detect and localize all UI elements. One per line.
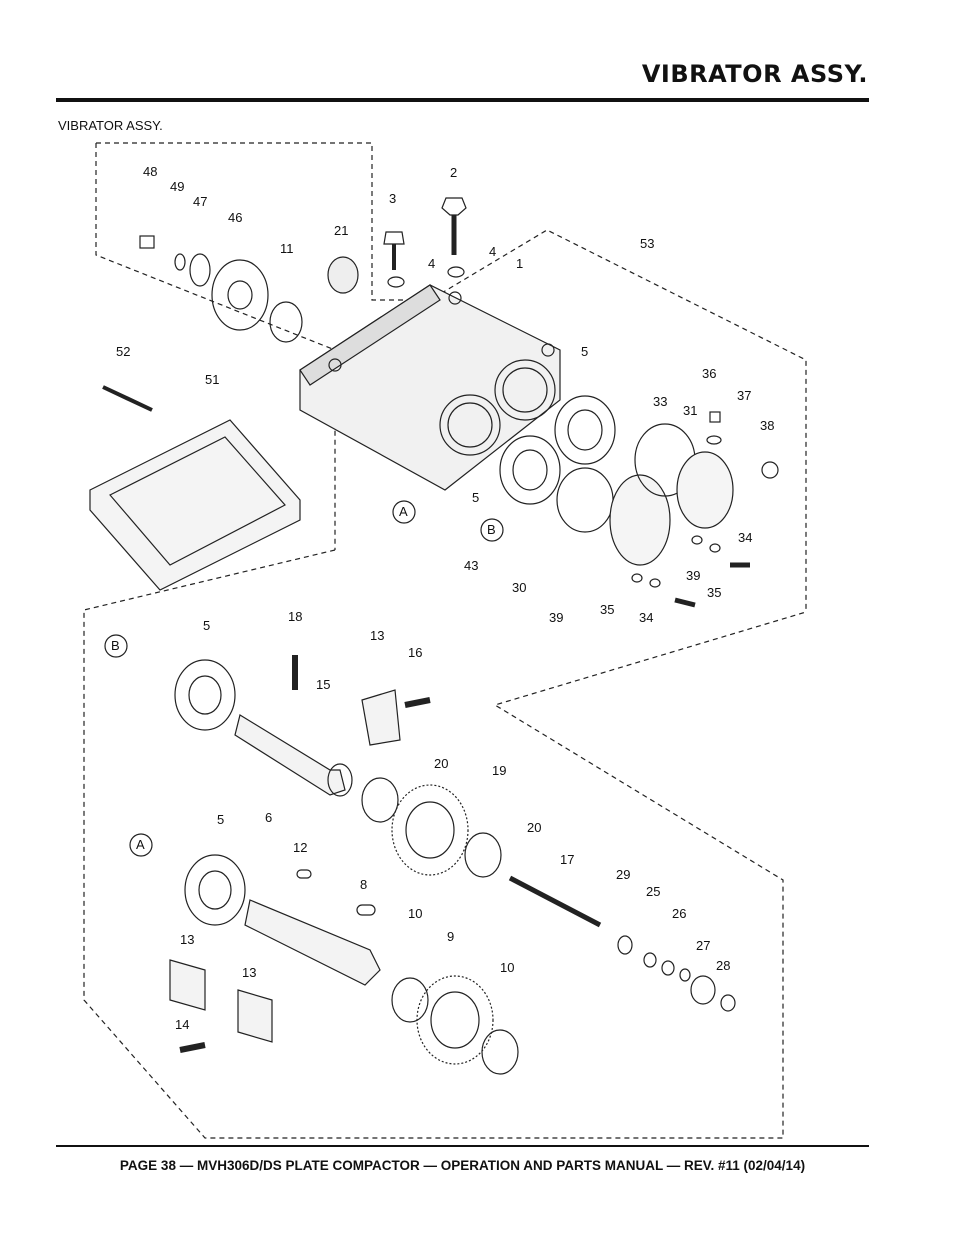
callout: A <box>399 504 408 519</box>
callout: 19 <box>492 763 506 778</box>
callout: 10 <box>500 960 514 975</box>
callout: 3 <box>389 191 396 206</box>
callout: 5 <box>472 490 479 505</box>
callout: 38 <box>760 418 774 433</box>
callout: 21 <box>334 223 348 238</box>
callout: 43 <box>464 558 478 573</box>
callout: 20 <box>434 756 448 771</box>
header-rule <box>56 98 869 102</box>
callout: 5 <box>217 812 224 827</box>
callout: 51 <box>205 372 219 387</box>
callout: 14 <box>175 1017 189 1032</box>
footer-rule <box>56 1145 869 1147</box>
callout: 25 <box>646 884 660 899</box>
callout: 1 <box>516 256 523 271</box>
callout: 26 <box>672 906 686 921</box>
callout: 35 <box>600 602 614 617</box>
callout: 15 <box>316 677 330 692</box>
callout: 4 <box>428 256 435 271</box>
callout: 27 <box>696 938 710 953</box>
callout: 34 <box>639 610 653 625</box>
callout: 52 <box>116 344 130 359</box>
callout: 13 <box>242 965 256 980</box>
callout: 39 <box>686 568 700 583</box>
callout: 28 <box>716 958 730 973</box>
callout: A <box>136 837 145 852</box>
callout: B <box>111 638 120 653</box>
callout: 47 <box>193 194 207 209</box>
callout: B <box>487 522 496 537</box>
callout: 30 <box>512 580 526 595</box>
callout: 18 <box>288 609 302 624</box>
callout: 16 <box>408 645 422 660</box>
callout: 31 <box>683 403 697 418</box>
callout: 39 <box>549 610 563 625</box>
callout: 34 <box>738 530 752 545</box>
page-title: VIBRATOR ASSY. <box>641 60 868 88</box>
section-label: VIBRATOR ASSY. <box>58 118 163 133</box>
callout: 6 <box>265 810 272 825</box>
callout: 17 <box>560 852 574 867</box>
callout: 8 <box>360 877 367 892</box>
callout: 13 <box>370 628 384 643</box>
callout: 29 <box>616 867 630 882</box>
callout: 12 <box>293 840 307 855</box>
callout: 33 <box>653 394 667 409</box>
callout: 53 <box>640 236 654 251</box>
callout: 11 <box>280 241 294 256</box>
callout: 49 <box>170 179 184 194</box>
callout: 36 <box>702 366 716 381</box>
callout: 5 <box>203 618 210 633</box>
callout: 2 <box>450 165 457 180</box>
callout: 4 <box>489 244 496 259</box>
callout: 48 <box>143 164 157 179</box>
callout: 37 <box>737 388 751 403</box>
callout: 46 <box>228 210 242 225</box>
callout: 10 <box>408 906 422 921</box>
callout-labels: 48 49 47 46 11 21 3 2 4 4 1 53 52 51 5 3… <box>111 164 774 1032</box>
callout: 5 <box>581 344 588 359</box>
callout: 13 <box>180 932 194 947</box>
page-footer: PAGE 38 — MVH306D/DS PLATE COMPACTOR — O… <box>119 1158 806 1173</box>
callout: 9 <box>447 929 454 944</box>
callout: 20 <box>527 820 541 835</box>
callout: 35 <box>707 585 721 600</box>
